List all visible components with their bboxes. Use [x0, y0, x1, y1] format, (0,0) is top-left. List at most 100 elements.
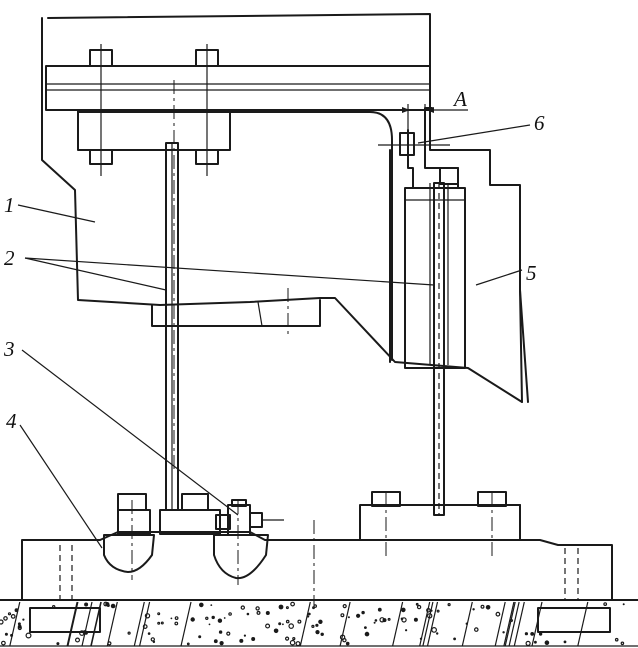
grain-dot: [436, 609, 440, 613]
grain-dot: [25, 632, 32, 639]
grain-dot: [17, 622, 21, 626]
grain-dot: [84, 602, 89, 607]
grain-dot: [199, 602, 204, 608]
grain-dot: [364, 631, 370, 637]
grain-dot: [495, 611, 501, 617]
lower-bolts: [117, 491, 507, 535]
grain-dot: [534, 640, 537, 644]
grain-dot: [538, 632, 543, 636]
grain-dot: [297, 619, 302, 624]
grain-dot: [240, 605, 245, 610]
grain-dot: [1, 640, 6, 646]
grain-dot: [405, 629, 408, 632]
hatch-stroke: [106, 601, 118, 647]
hatch-stroke: [504, 601, 516, 647]
label-part-1: 1: [4, 193, 15, 217]
grain-dot: [239, 638, 244, 643]
hatch-stroke: [426, 601, 439, 647]
adjusting-screw: [215, 499, 284, 536]
grain-dot: [315, 630, 320, 635]
grain-dot: [472, 608, 475, 611]
grain-dot: [157, 612, 161, 616]
grain-dot: [251, 637, 256, 641]
hatch-stroke: [419, 601, 431, 647]
foundation: [0, 599, 638, 647]
hatch-stroke: [66, 601, 78, 647]
grain-dot: [345, 641, 350, 646]
grain-dot: [160, 621, 164, 625]
grain-dot: [620, 641, 625, 646]
grain-dot: [285, 619, 290, 624]
label-part-5: 5: [526, 261, 537, 285]
grain-dot: [525, 640, 531, 647]
grain-dot: [228, 612, 232, 616]
grain-dot: [342, 638, 347, 643]
grain-dot: [453, 637, 456, 641]
grain-dot: [288, 623, 295, 629]
grain-dot: [17, 624, 22, 629]
grain-dot: [447, 602, 451, 607]
grain-dot: [205, 616, 209, 621]
grain-dot: [226, 631, 231, 636]
grain-dot: [190, 617, 195, 622]
hatch-stroke: [9, 601, 21, 647]
grain-dot: [374, 619, 378, 622]
grain-dot: [278, 604, 284, 610]
hatch-stroke: [90, 601, 102, 647]
grain-dot: [273, 628, 279, 634]
grain-dot: [265, 623, 271, 629]
hatch-stroke: [513, 601, 525, 647]
grain-dot: [387, 617, 391, 621]
hatch-stroke: [299, 601, 311, 647]
grain-dot: [315, 623, 319, 627]
hatch-stroke: [133, 601, 145, 647]
hatch-stroke: [503, 601, 515, 647]
grain-dot: [289, 639, 296, 646]
grain-dot: [313, 604, 318, 608]
label-part-3: 3: [3, 337, 15, 361]
grain-dot: [285, 606, 289, 610]
grain-dot: [373, 621, 376, 624]
grain-dot: [56, 642, 60, 646]
grain-dot: [174, 621, 179, 626]
grain-dot: [413, 617, 418, 622]
grain-dot: [295, 641, 301, 647]
bolt-icon: [89, 44, 113, 176]
grain-dot: [312, 606, 315, 610]
grain-dot: [340, 613, 345, 618]
grain-dot: [278, 622, 282, 626]
grain-dot: [473, 627, 479, 632]
grain-dot: [265, 611, 270, 615]
hatch-stroke: [461, 601, 473, 647]
grain-dot: [208, 623, 211, 626]
grain-dot: [246, 612, 250, 616]
grain-dot: [622, 603, 625, 606]
hatch-stroke: [67, 601, 79, 647]
hatch-stroke: [577, 601, 589, 647]
hatch-stroke: [508, 601, 520, 647]
rods: [165, 142, 449, 516]
fixture-section: [103, 500, 269, 585]
grain-dot: [416, 604, 422, 610]
grain-dot: [311, 624, 315, 629]
grain-dot: [307, 612, 311, 616]
grain-dot: [502, 631, 505, 634]
grain-dot: [157, 621, 161, 625]
dimension-a: [378, 104, 468, 130]
grain-dot: [379, 617, 385, 623]
grain-dot: [22, 618, 25, 621]
grain-dot: [255, 606, 260, 611]
bolt-icon: [117, 493, 151, 535]
grain-dot: [3, 616, 8, 621]
grain-dot: [401, 617, 407, 623]
grain-dot: [377, 607, 382, 612]
grain-dot: [356, 613, 361, 618]
clamp-bar: [45, 65, 431, 151]
top-bolts: [89, 44, 219, 470]
grain-dot: [243, 634, 246, 637]
hatch-stroke: [139, 601, 151, 647]
grain-dot: [347, 616, 350, 619]
grain-dot: [223, 617, 226, 619]
grain-dot: [213, 639, 218, 644]
